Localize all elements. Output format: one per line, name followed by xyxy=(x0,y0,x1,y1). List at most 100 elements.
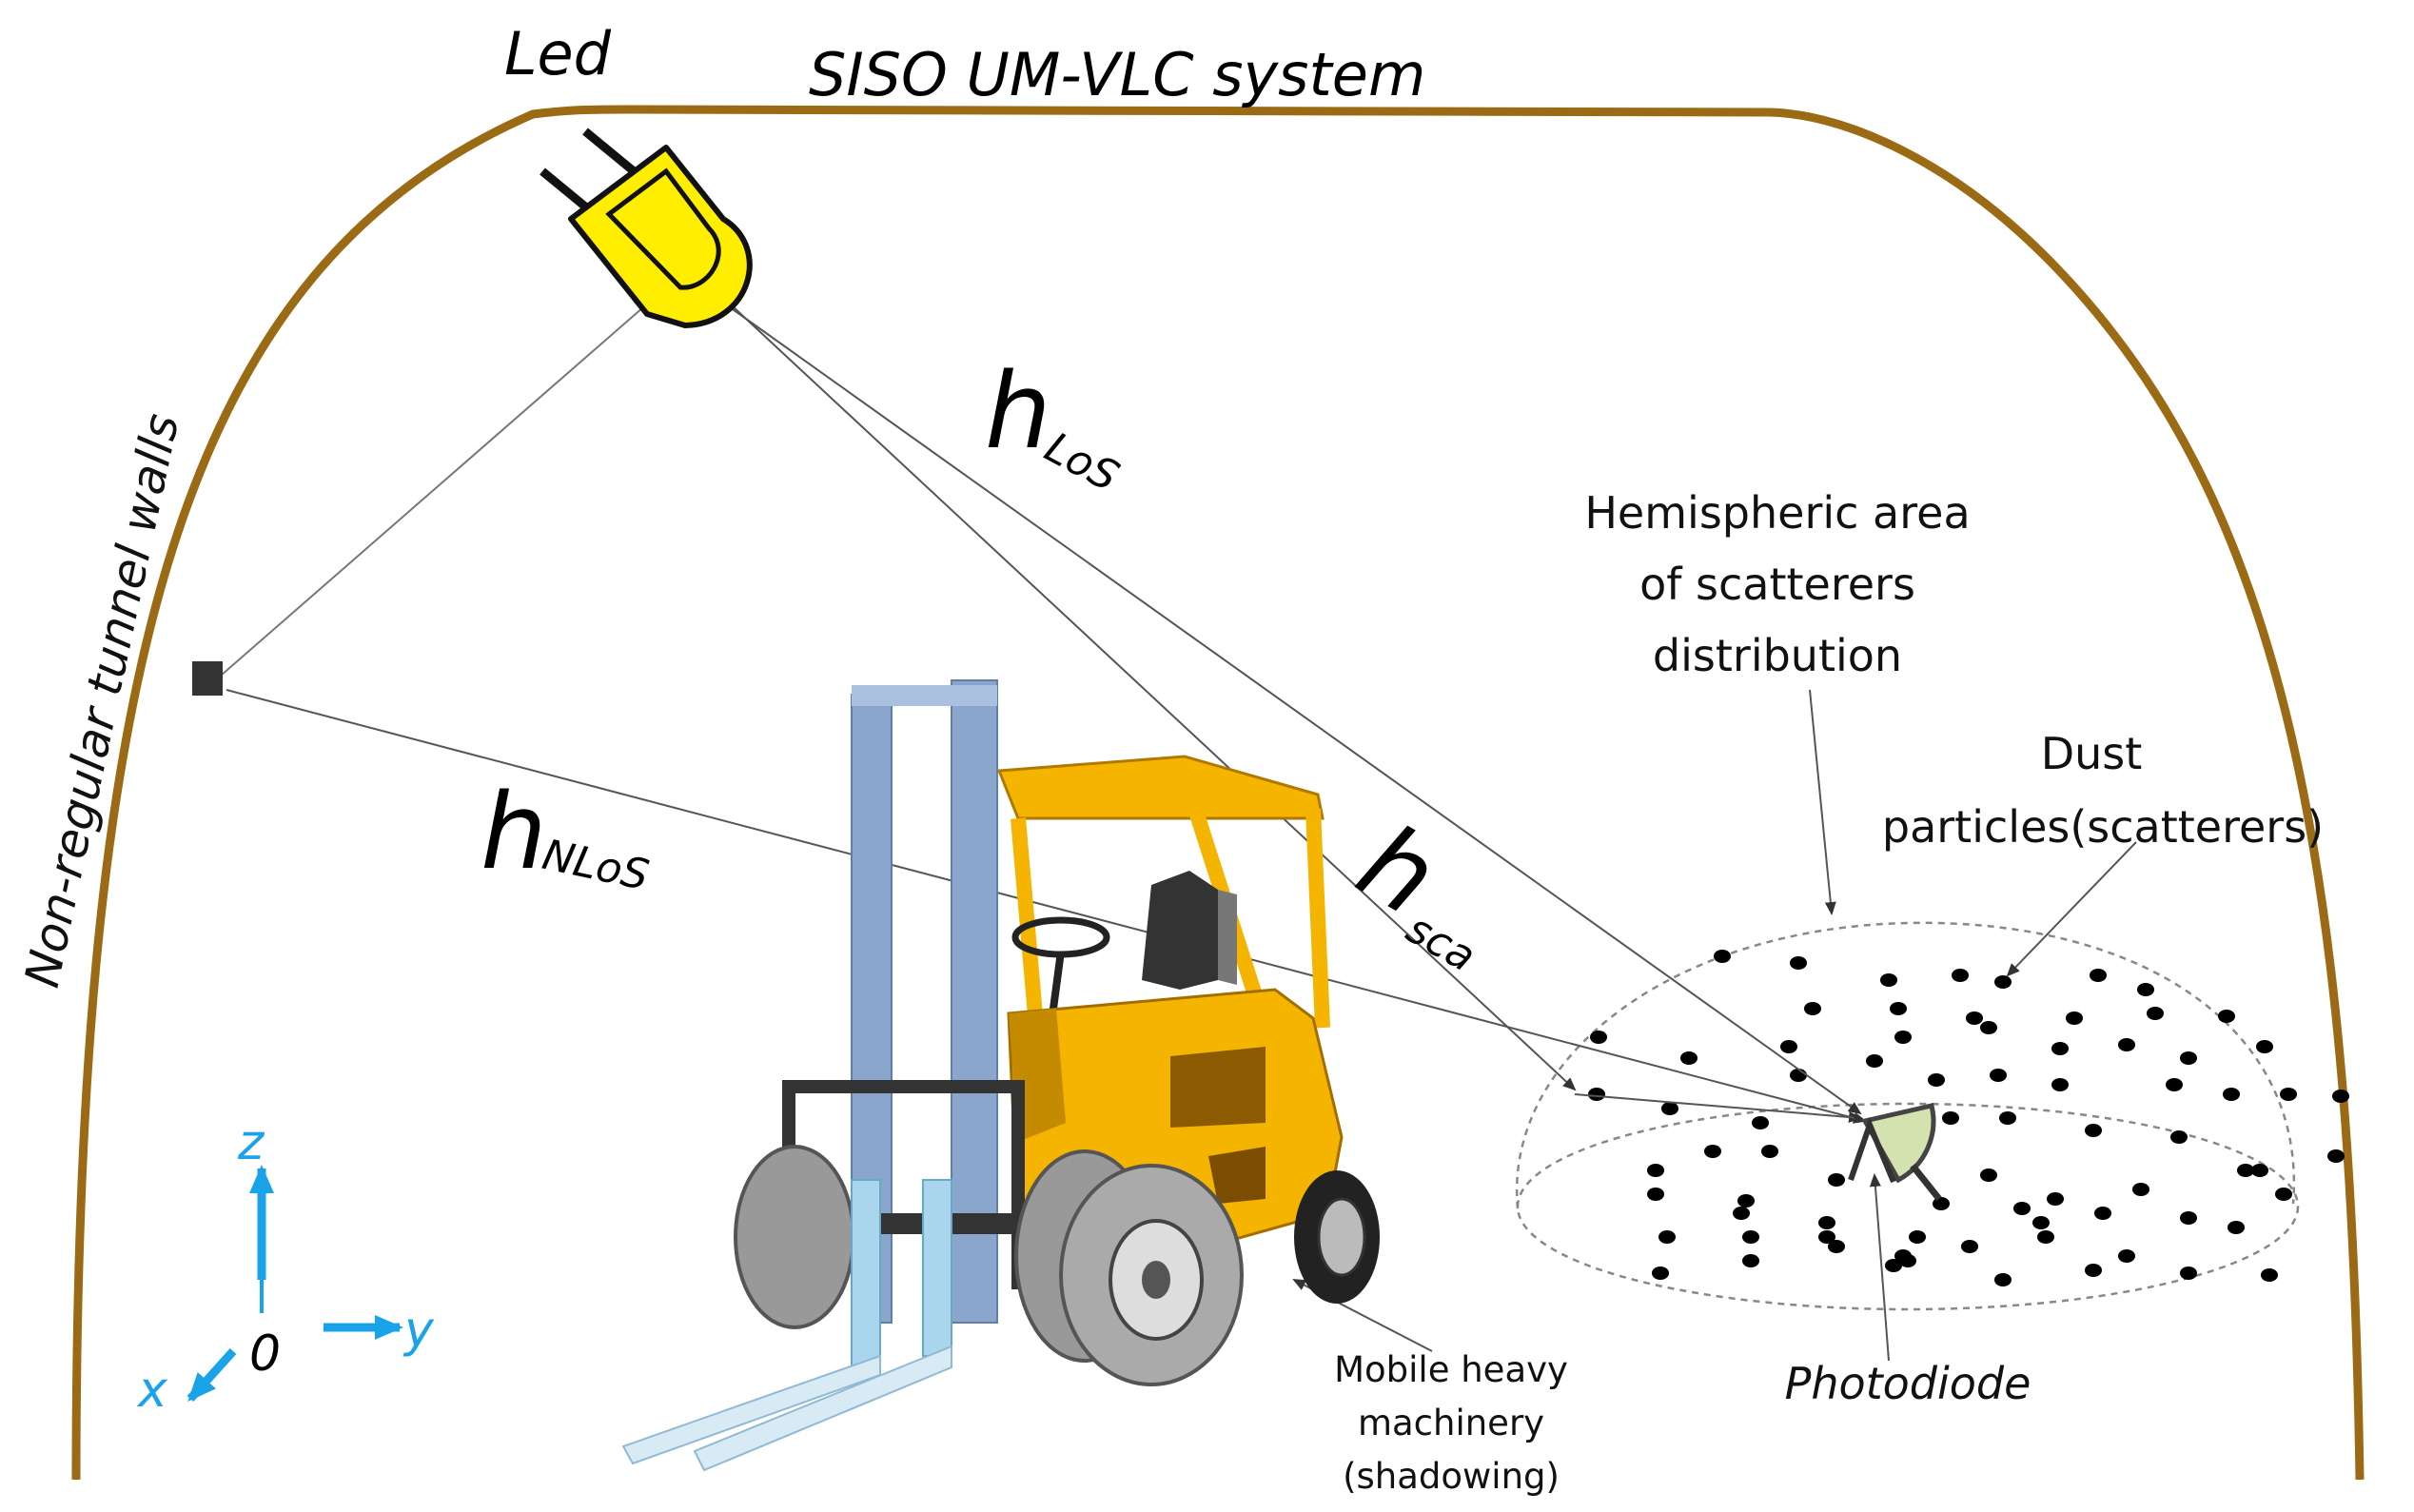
dust-particle xyxy=(2332,1090,2349,1103)
dust-pointer xyxy=(2006,841,2137,977)
dust-particle xyxy=(2066,1011,2083,1025)
dust-particle xyxy=(1999,1111,2016,1125)
dust-particle xyxy=(2051,1042,2069,1055)
dust-particle xyxy=(2256,1040,2273,1053)
svg-text:sca: sca xyxy=(1399,904,1484,981)
svg-text:h: h xyxy=(481,771,547,893)
svg-text:Dust: Dust xyxy=(2041,728,2143,779)
nlos-channel-label: h NLoS xyxy=(481,771,653,900)
dust-particle xyxy=(1647,1164,1664,1177)
dust-particle xyxy=(1899,1254,1916,1267)
dust-particle xyxy=(1647,1188,1664,1201)
led-icon xyxy=(540,128,753,328)
dust-particle xyxy=(2094,1207,2111,1220)
dust-particle xyxy=(1885,1259,1902,1272)
dust-particle xyxy=(2327,1149,2345,1163)
dust-particle xyxy=(1952,969,1969,982)
dust-particle xyxy=(2047,1192,2064,1206)
led-label: Led xyxy=(504,19,612,88)
photodiode-pointer xyxy=(1869,1173,1890,1362)
dust-particle xyxy=(1980,1168,1997,1182)
dust-particle xyxy=(2251,1164,2268,1177)
svg-text:machinery: machinery xyxy=(1358,1403,1544,1443)
dust-particle xyxy=(2275,1188,2292,1201)
dust-particle xyxy=(1752,1116,1769,1129)
axis-y-label: y xyxy=(402,1302,435,1359)
dust-particle xyxy=(2013,1202,2031,1215)
dust-particle xyxy=(1828,1173,1845,1187)
dust-particle xyxy=(1742,1254,1759,1267)
dust-particle xyxy=(1818,1216,1835,1229)
dust-particle xyxy=(2137,983,2154,996)
dust-particle xyxy=(1828,1240,1845,1253)
dust-particle xyxy=(2147,1007,2164,1020)
dust-particle xyxy=(1994,975,2012,989)
hemisphere-label: Hemispheric area of scatterers distribut… xyxy=(1584,487,1970,681)
svg-text:(shadowing): (shadowing) xyxy=(1343,1456,1560,1497)
dust-particle xyxy=(2051,1078,2069,1091)
dust-particle xyxy=(2218,1010,2235,1023)
dust-particle xyxy=(2228,1221,2245,1234)
dust-particle xyxy=(1652,1267,1669,1280)
dust-particle xyxy=(1990,1069,2007,1082)
dust-particle xyxy=(2170,1130,2188,1144)
forklift-icon xyxy=(621,679,1380,1472)
dust-particle xyxy=(1866,1054,1883,1068)
svg-text:distribution: distribution xyxy=(1653,630,1902,681)
dust-particle xyxy=(2180,1211,2197,1225)
dust-particle xyxy=(2085,1264,2102,1277)
dust-particle xyxy=(1704,1145,1721,1158)
scatter-hemisphere xyxy=(1515,921,2349,1311)
dust-particle xyxy=(1588,1088,1605,1101)
dust-particles xyxy=(1588,950,2349,1286)
los-ray xyxy=(732,308,1862,1115)
dust-particle xyxy=(2261,1268,2278,1282)
dust-particle xyxy=(1880,973,1897,987)
dust-particle xyxy=(1928,1073,1945,1087)
dust-particle xyxy=(2180,1267,2197,1280)
sca-ray-led xyxy=(732,305,1577,1091)
sca-channel-label: h sca xyxy=(1339,801,1483,982)
dust-particle xyxy=(1966,1011,1983,1025)
los-channel-label: h LoS xyxy=(985,350,1127,501)
wall-reflector xyxy=(192,661,223,696)
axis-x-label: x xyxy=(136,1362,168,1419)
dust-particle xyxy=(1980,1021,1997,1034)
dust-particle xyxy=(1733,1207,1750,1220)
svg-text:of scatterers: of scatterers xyxy=(1639,559,1915,610)
dust-particle xyxy=(1680,1051,1698,1065)
dust-particle xyxy=(1737,1194,1755,1208)
dust-particle xyxy=(1961,1240,1978,1253)
dust-particle xyxy=(1818,1230,1835,1244)
svg-text:NLoS: NLoS xyxy=(539,831,653,900)
dust-particle xyxy=(2085,1124,2102,1137)
dust-particle xyxy=(1909,1230,1926,1244)
svg-text:particles(scatterers): particles(scatterers) xyxy=(1882,801,2324,853)
tunnel-wall xyxy=(71,105,2365,1481)
svg-text:Hemispheric area: Hemispheric area xyxy=(1584,487,1970,539)
sca-ray-scatter xyxy=(1574,1093,1862,1123)
dust-particle xyxy=(1790,956,1807,970)
dust-particle xyxy=(2037,1230,2054,1244)
dust-particle xyxy=(2223,1088,2240,1101)
dust-particle xyxy=(1761,1145,1778,1158)
dust-particle xyxy=(2237,1164,2254,1177)
coordinate-axes: z y x 0 xyxy=(136,1114,435,1419)
hemisphere-pointer xyxy=(1809,689,1836,915)
axis-z-label: z xyxy=(237,1114,265,1171)
dust-particle xyxy=(1994,1273,2012,1286)
dust-particle xyxy=(2180,1051,2197,1065)
dust-label: Dust particles(scatterers) xyxy=(1882,728,2324,853)
dust-particle xyxy=(1790,1069,1807,1082)
dust-particle xyxy=(2280,1088,2297,1101)
nlos-ray xyxy=(226,689,1867,1124)
machinery-label: Mobile heavy machinery (shadowing) xyxy=(1334,1349,1568,1497)
dust-particle xyxy=(2132,1183,2149,1196)
led-to-wall-ray xyxy=(220,286,667,677)
dust-particle xyxy=(2118,1038,2135,1051)
dust-particle xyxy=(1894,1031,1912,1044)
axis-origin-label: 0 xyxy=(249,1325,281,1383)
forklift-tire xyxy=(734,1145,1380,1386)
dust-particle xyxy=(1942,1111,1959,1125)
